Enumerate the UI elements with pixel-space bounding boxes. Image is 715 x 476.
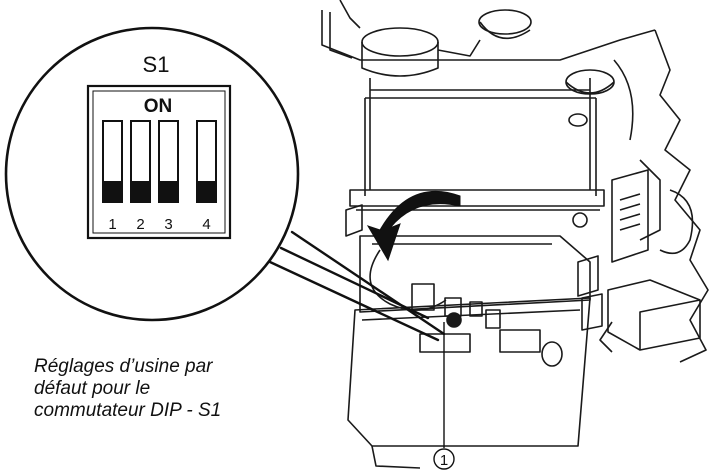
caption: Réglages d’usine par défaut pour le comm… [34,356,304,422]
on-label: ON [144,96,173,117]
caption-line-3: commutateur DIP - S1 [34,400,222,421]
switch-number-1: 1 [108,216,116,233]
switch-toggle-3 [159,181,178,202]
callout-number: 1 [440,452,448,469]
switch-number-4: 4 [202,216,210,233]
switch-toggle-4 [197,181,216,202]
switch-toggle-1 [103,181,122,202]
caption-line-2: défaut pour le [34,378,151,399]
callout-marker [433,448,455,470]
rotation-arrow [366,190,461,262]
switch-number-3: 3 [164,216,172,233]
switch-toggle-2 [131,181,150,202]
switch-number-2: 2 [136,216,144,233]
switch-label: S1 [143,52,170,77]
zoom-leader-lines [268,230,446,342]
caption-line-1: Réglages d’usine par [34,356,213,377]
